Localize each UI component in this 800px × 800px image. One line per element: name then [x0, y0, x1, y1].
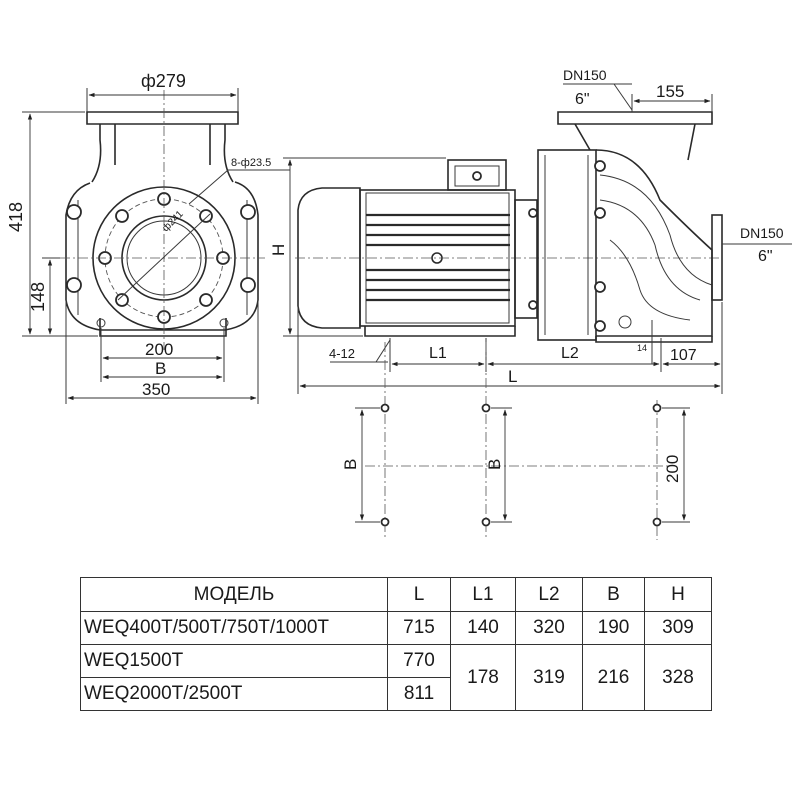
- table-header-row: МОДЕЛЬ L L1 L2 B H: [80, 577, 712, 612]
- small-offset-label: 14: [637, 343, 647, 353]
- l1-cell: 140: [450, 611, 516, 645]
- outlet-offset-label: 155: [656, 82, 684, 101]
- foot-b-middle-label: B: [485, 459, 504, 470]
- inlet-offset-label: 107: [670, 347, 697, 364]
- side-view: DN150 6" 155 DN150 6" H 4-12 L1 L2 14: [269, 67, 792, 394]
- header-l1: L1: [450, 577, 516, 612]
- shaft-height-label: 148: [28, 282, 48, 312]
- l2-label: L2: [561, 345, 579, 362]
- table-row: WEQ2000T/2500T 811: [80, 677, 712, 711]
- l-cell: 770: [387, 644, 451, 678]
- model-cell: WEQ2000T/2500T: [80, 677, 388, 711]
- b-cell: 216: [582, 644, 645, 711]
- height-418-label: 418: [6, 202, 26, 232]
- l-cell: 811: [387, 677, 451, 711]
- h-cell: 309: [644, 611, 712, 645]
- foot-200-right-label: 200: [663, 455, 682, 483]
- foot-b-label: B: [155, 359, 166, 378]
- h-cell: 328: [644, 644, 712, 711]
- header-l: L: [387, 577, 451, 612]
- side-height-label: H: [269, 244, 288, 256]
- inlet-dn-label: DN150: [740, 225, 784, 241]
- l1-cell: 178: [450, 644, 516, 711]
- l-cell: 715: [387, 611, 451, 645]
- header-h: H: [644, 577, 712, 612]
- b-cell: 190: [582, 611, 645, 645]
- dimensions-table: МОДЕЛЬ L L1 L2 B H WEQ400T/500T/750T/100…: [80, 577, 712, 711]
- header-b: B: [582, 577, 645, 612]
- foot-hole-markers: [380, 403, 662, 527]
- inlet-inch-label: 6": [758, 248, 773, 265]
- foot-200-label: 200: [145, 340, 173, 359]
- outlet-inch-label: 6": [575, 91, 590, 108]
- foot-350-label: 350: [142, 380, 170, 399]
- flange-diameter-label: ф279: [141, 71, 186, 91]
- outlet-dn-label: DN150: [563, 67, 607, 83]
- table-row: WEQ400T/500T/750T/1000T 715 140 320 190 …: [80, 611, 712, 645]
- motor-cooling-fins: [366, 213, 510, 302]
- length-label: L: [508, 367, 517, 386]
- header-l2: L2: [515, 577, 583, 612]
- model-cell: WEQ400T/500T/750T/1000T: [80, 611, 388, 645]
- l2-cell: 320: [515, 611, 583, 645]
- header-model: МОДЕЛЬ: [80, 577, 388, 612]
- l1-label: L1: [429, 345, 447, 362]
- l2-cell: 319: [515, 644, 583, 711]
- foot-b-left-label: B: [341, 459, 360, 470]
- front-view: ф241 ф279 8-ф23.5 418 148 200 B 350: [6, 71, 290, 404]
- foot-holes-label: 4-12: [329, 346, 355, 361]
- table-row: WEQ1500T 770 178 319 216 328: [80, 644, 712, 711]
- model-cell: WEQ1500T: [80, 644, 388, 678]
- foot-layout: B B 200: [341, 342, 690, 540]
- bolt-holes-label: 8-ф23.5: [231, 157, 271, 169]
